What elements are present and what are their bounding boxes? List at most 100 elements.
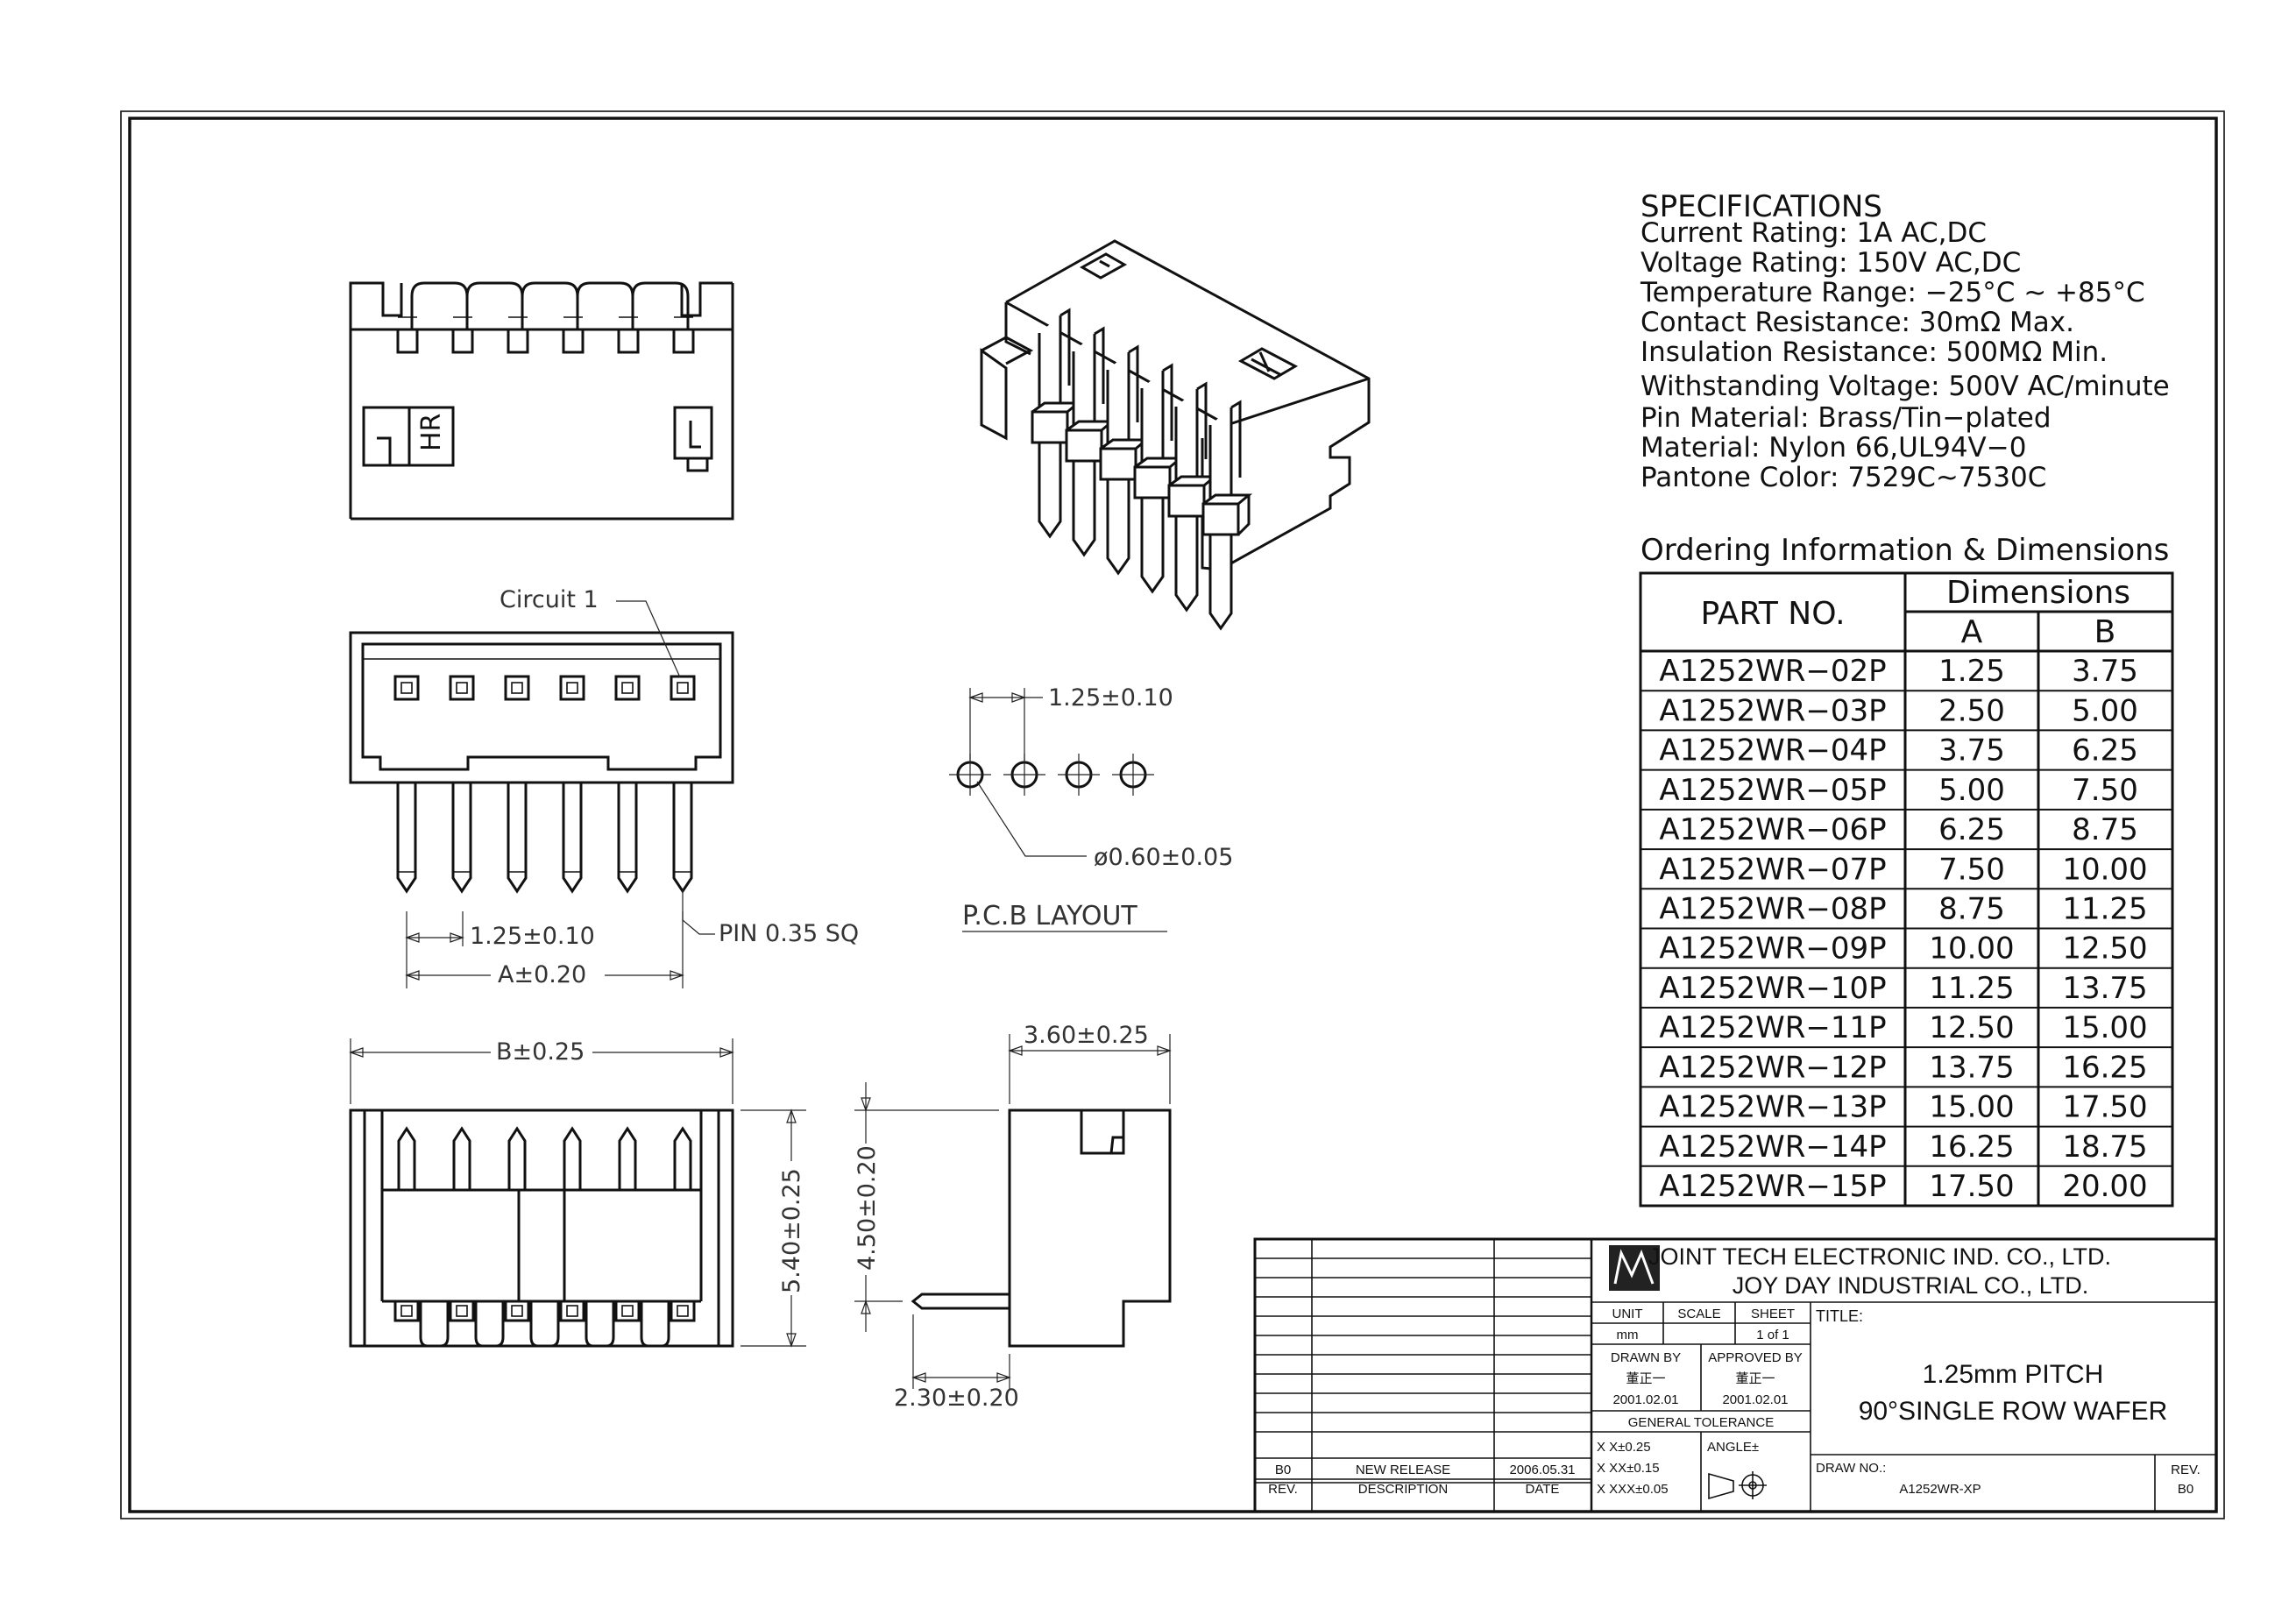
title-label: TITLE: <box>1816 1307 1863 1325</box>
company-name-1: JOINT TECH ELECTRONIC IND. CO., LTD. <box>1648 1243 2111 1270</box>
dimension-a: 5.00 <box>1938 773 2005 808</box>
dim-b-label: B±0.25 <box>496 1038 585 1066</box>
pin <box>507 783 528 894</box>
pin-base <box>504 1300 530 1322</box>
rev-value: B0 <box>2178 1482 2193 1497</box>
ordering-heading: Ordering Information & Dimensions <box>1641 533 2169 568</box>
approved-date: 2001.02.01 <box>1722 1392 1788 1407</box>
dimension-b: 15.00 <box>2062 1010 2147 1045</box>
iso-pin <box>1031 308 1082 539</box>
unit-label: UNIT <box>1612 1307 1643 1321</box>
pin <box>451 783 472 894</box>
company-name-2: JOY DAY INDUSTRIAL CO., LTD. <box>1733 1272 2089 1299</box>
dimension-a: 15.00 <box>1929 1090 2014 1125</box>
contact-pad <box>670 675 696 701</box>
side-view: 3.60±0.25 4.50±0.20 2.30±0.20 <box>854 1022 1172 1412</box>
pcb-hole-label: ø0.60±0.05 <box>1094 844 1233 871</box>
pin-tip <box>452 1126 471 1190</box>
contact-pad <box>559 675 585 701</box>
dimension-a: 11.25 <box>1929 971 2014 1006</box>
inner-border <box>128 117 2218 1513</box>
drawing-no-label: DRAW NO.: <box>1816 1461 1886 1476</box>
title-line-1: 1.25mm PITCH <box>1923 1360 2104 1389</box>
iso-pin <box>1099 344 1151 576</box>
unit-value: mm <box>1617 1328 1639 1342</box>
side-height-label: 4.50±0.20 <box>854 1145 881 1271</box>
dimension-b: 3.75 <box>2072 654 2138 689</box>
part-number: A1252WR−15P <box>1659 1169 1886 1204</box>
desc-col-header: DESCRIPTION <box>1358 1482 1449 1497</box>
drawn-by-label: DRAWN BY <box>1611 1350 1681 1365</box>
pin-base <box>614 1300 641 1322</box>
dimension-b: 17.50 <box>2062 1090 2147 1125</box>
spec-line: Current Rating: 1A AC,DC <box>1641 217 1987 249</box>
dimension-b: 8.75 <box>2072 812 2138 847</box>
iso-pin <box>1133 363 1185 594</box>
tolerance-2: X XX±0.15 <box>1597 1461 1660 1476</box>
part-number: A1252WR−10P <box>1659 971 1886 1006</box>
spec-line: Pin Material: Brass/Tin−plated <box>1641 402 2052 434</box>
side-depth-label: 3.60±0.25 <box>1024 1022 1149 1049</box>
specifications-heading: SPECIFICATIONS <box>1641 189 1882 224</box>
dimension-b: 6.25 <box>2072 733 2138 769</box>
pitch-front-dim: 1.25±0.10 <box>470 923 595 950</box>
spec-line: Insulation Resistance: 500MΩ Min. <box>1641 336 2108 368</box>
tolerance-3: X XXX±0.05 <box>1597 1482 1669 1497</box>
dimensions-header: Dimensions <box>1946 575 2130 611</box>
specifications-block: SPECIFICATIONS Current Rating: 1A AC,DC … <box>1640 189 2170 493</box>
iso-pin <box>1065 326 1116 557</box>
part-number: A1252WR−13P <box>1659 1090 1886 1125</box>
dimension-b: 5.00 <box>2072 693 2138 728</box>
dimension-a: 3.75 <box>1938 733 2005 769</box>
pcb-pitch-label: 1.25±0.10 <box>1048 684 1173 712</box>
part-number: A1252WR−08P <box>1659 892 1886 927</box>
hr-mark-text: HR <box>416 414 447 451</box>
circuit-1-label: Circuit 1 <box>500 586 599 613</box>
front-view: Circuit 1 1.25±0.10 A±0.20 PIN 0.35 SQ <box>349 586 859 988</box>
dimension-b: 13.75 <box>2062 971 2147 1006</box>
pcb-layout: 1.25±0.10 ø0.60±0.05 P.C.B LAYOUT <box>949 684 1233 932</box>
part-number: A1252WR−03P <box>1659 693 1886 728</box>
dimension-b: 18.75 <box>2062 1130 2147 1165</box>
rev-entry: B0 <box>1275 1463 1291 1477</box>
date-col-header: DATE <box>1526 1482 1560 1497</box>
dimension-a: 13.75 <box>1929 1050 2014 1085</box>
part-number: A1252WR−09P <box>1659 931 1886 967</box>
part-number: A1252WR−02P <box>1659 654 1886 689</box>
dimension-a: 1.25 <box>1938 654 2005 689</box>
dimension-a: 2.50 <box>1938 693 2005 728</box>
dimension-b: 11.25 <box>2062 892 2147 927</box>
pin-base <box>449 1300 475 1322</box>
pin-size-label: PIN 0.35 SQ <box>719 920 859 947</box>
iso-pin <box>1201 400 1253 631</box>
spec-line: Temperature Range: −25°C ~ +85°C <box>1640 277 2145 308</box>
part-number: A1252WR−07P <box>1659 852 1886 887</box>
general-tolerance-label: GENERAL TOLERANCE <box>1628 1415 1774 1430</box>
part-number: A1252WR−06P <box>1659 812 1886 847</box>
dimension-a: 10.00 <box>1929 931 2014 967</box>
outer-border <box>120 110 2225 1519</box>
dimension-a: 12.50 <box>1929 1010 2014 1045</box>
dimension-a: 7.50 <box>1938 852 2005 887</box>
part-number: A1252WR−11P <box>1659 1010 1886 1045</box>
tolerance-1: X X±0.25 <box>1597 1440 1651 1455</box>
pin-tip <box>507 1126 527 1190</box>
spec-line: Contact Resistance: 30mΩ Max. <box>1641 307 2074 338</box>
dimension-b: 7.50 <box>2072 773 2138 808</box>
dimension-b: 12.50 <box>2062 931 2147 967</box>
polarity-key <box>673 406 713 460</box>
dim-a-label: A±0.20 <box>498 961 586 988</box>
pin <box>617 783 638 894</box>
pin-base <box>393 1300 420 1322</box>
pin-base <box>559 1300 585 1322</box>
pin-tip <box>618 1126 637 1190</box>
projection-symbol-icon <box>1708 1471 1767 1500</box>
side-tail-label: 2.30±0.20 <box>894 1385 1019 1412</box>
pin <box>562 783 583 894</box>
part-number: A1252WR−05P <box>1659 773 1886 808</box>
rev-col-header: REV. <box>1268 1482 1298 1497</box>
contact-pad <box>504 675 530 701</box>
contact-pad <box>449 675 475 701</box>
dimension-a: 16.25 <box>1929 1130 2014 1165</box>
